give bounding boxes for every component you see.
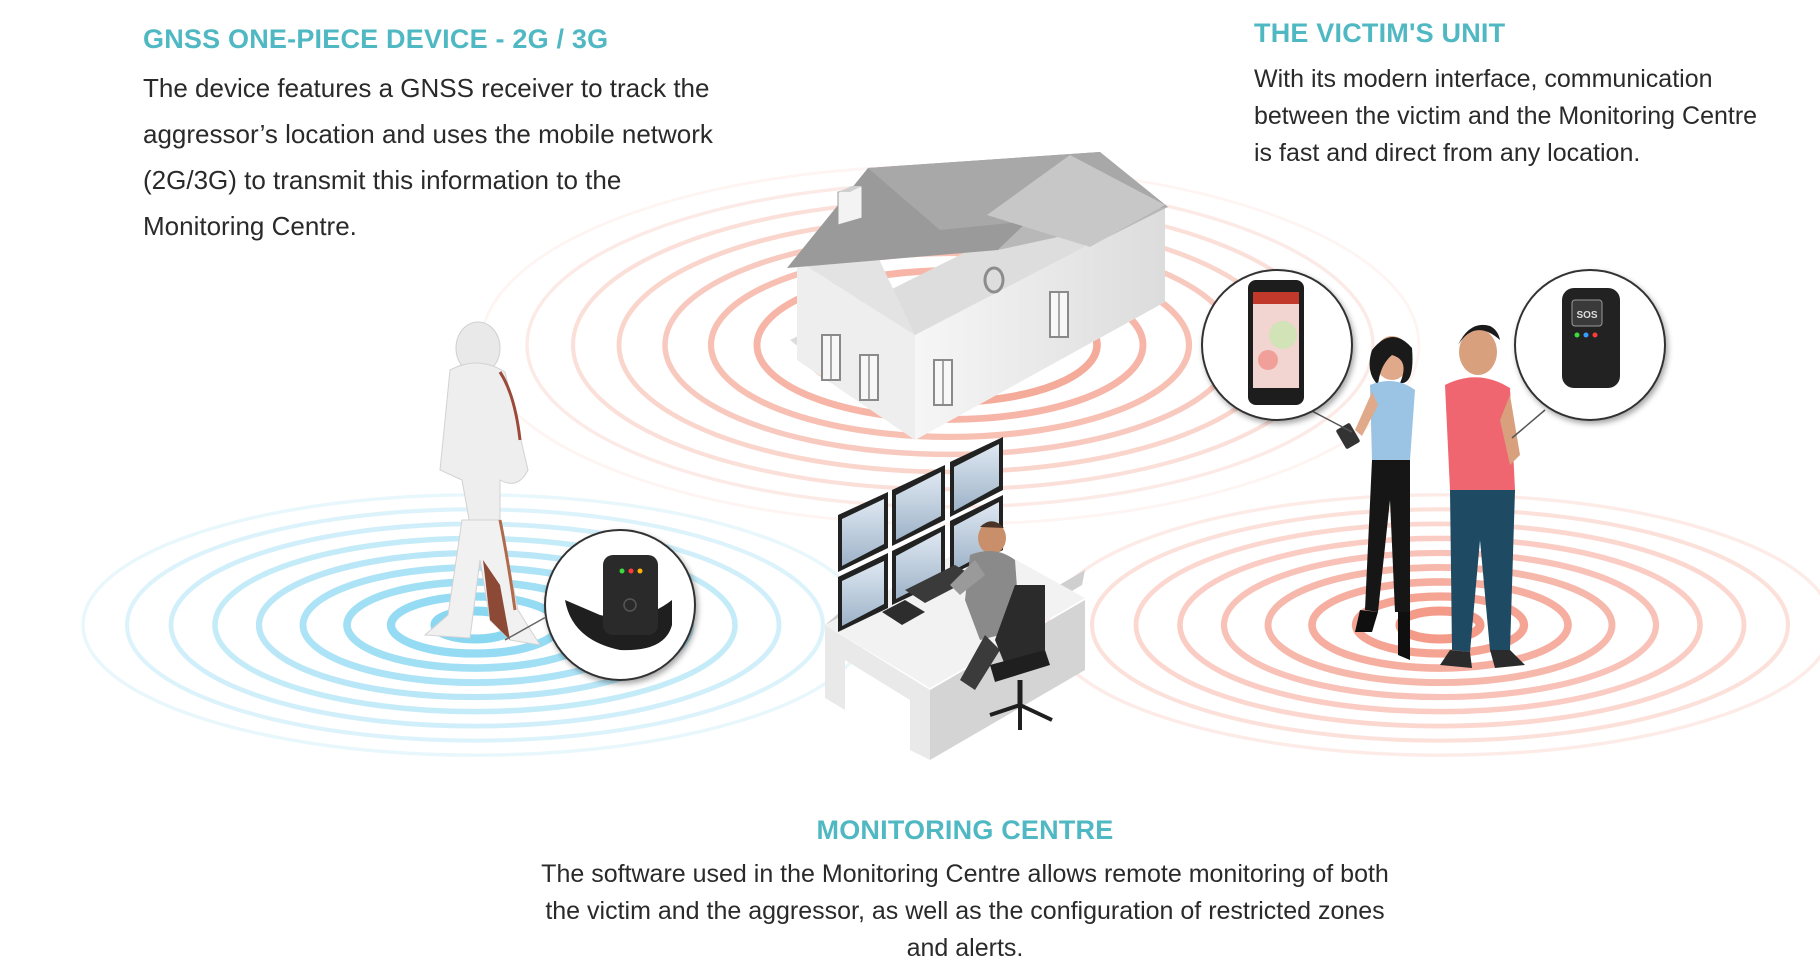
device-pointer-line <box>504 616 547 641</box>
signal-ring <box>1177 535 1703 715</box>
victim-figure <box>1336 336 1415 660</box>
gnss-device-block: GNSS ONE-PIECE DEVICE - 2G / 3G The devi… <box>143 24 743 249</box>
sos-label: SOS <box>1576 310 1597 321</box>
monitor-wall <box>838 437 1003 632</box>
monitoring-centre-text: The software used in the Monitoring Cent… <box>541 860 1389 962</box>
signal-ring <box>1308 578 1572 672</box>
smartphone-icon <box>1201 269 1353 433</box>
monitoring-centre-title: MONITORING CENTRE <box>816 815 1114 845</box>
ankle-tracker-icon <box>544 529 696 681</box>
aggressor-figure <box>423 321 542 646</box>
signal-ring <box>1046 493 1820 757</box>
victim-unit-title: THE VICTIM'S UNIT <box>1254 18 1506 48</box>
monitoring-centre-block: MONITORING CENTRE The software used in t… <box>540 815 1390 967</box>
victim-signal-rings <box>1046 493 1820 757</box>
man-figure <box>1440 324 1525 668</box>
house-icon <box>787 152 1168 440</box>
signal-ring <box>1089 507 1791 743</box>
gnss-device-title: GNSS ONE-PIECE DEVICE - 2G / 3G <box>143 24 609 54</box>
signal-ring <box>386 592 564 658</box>
sos-device-icon: SOS <box>1511 269 1666 439</box>
gnss-device-text: The device features a GNSS receiver to t… <box>143 73 713 241</box>
control-room-desk <box>825 437 1085 760</box>
victim-unit-text: With its modern interface, communication… <box>1254 65 1758 167</box>
signal-ring <box>1351 592 1529 658</box>
signal-ring <box>1133 521 1747 729</box>
victim-unit-block: THE VICTIM'S UNIT With its modern interf… <box>1254 18 1774 172</box>
signal-ring <box>1264 563 1616 687</box>
signal-ring <box>1220 549 1660 701</box>
